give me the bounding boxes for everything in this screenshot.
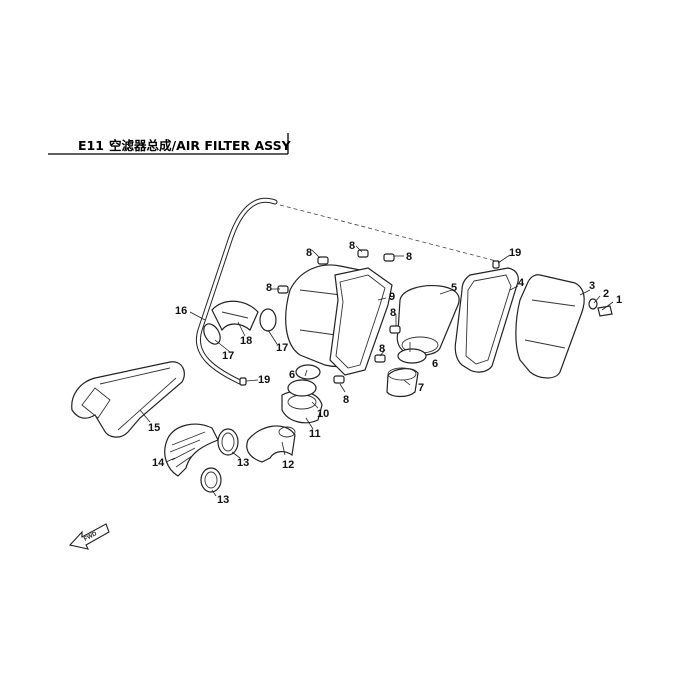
callout-13-upper: 13 xyxy=(237,457,249,469)
callout-16: 16 xyxy=(175,305,187,317)
clip-8-c xyxy=(357,249,369,258)
header: E11 空滤器总成/AIR FILTER ASSY xyxy=(48,133,292,155)
cap-19-lower xyxy=(239,377,247,386)
callout-7: 7 xyxy=(418,382,424,394)
airbox-cover-3 xyxy=(515,274,585,379)
callout-5: 5 xyxy=(451,282,457,294)
clip-8-f xyxy=(374,354,386,363)
clip-8-g xyxy=(333,375,345,384)
callout-19-upper: 19 xyxy=(509,247,521,259)
callout-6-left: 6 xyxy=(289,369,295,381)
callout-11: 11 xyxy=(309,428,321,440)
hose-clamp-13-lower xyxy=(200,467,222,493)
cap-19-upper xyxy=(492,260,500,269)
grommet-17-right xyxy=(259,308,277,332)
hose-18 xyxy=(211,300,259,332)
clip-8-e xyxy=(389,325,401,334)
callout-4: 4 xyxy=(518,277,525,289)
breather-hose-16 xyxy=(196,197,278,385)
clamp-ring-10 xyxy=(287,379,317,397)
leader-lines xyxy=(139,245,614,497)
callout-8-a: 8 xyxy=(266,282,272,294)
diagram-title: 空滤器总成/AIR FILTER ASSY xyxy=(109,138,292,153)
callout-15: 15 xyxy=(148,422,160,434)
clip-8-set xyxy=(277,249,401,384)
callout-19-lower: 19 xyxy=(258,374,270,386)
callout-3: 3 xyxy=(589,280,595,292)
clamp-6-right xyxy=(397,348,427,364)
gasket-4 xyxy=(454,267,519,373)
outlet-spout-7 xyxy=(386,367,419,398)
callout-8-g: 8 xyxy=(343,394,349,406)
callout-2: 2 xyxy=(603,288,609,300)
callout-labels: 1 2 3 4 5 6 6 7 8 8 8 8 8 8 8 9 10 11 12… xyxy=(148,240,622,506)
clamp-6-left xyxy=(295,364,321,380)
intake-bellow-14 xyxy=(164,423,219,477)
callout-17-right: 17 xyxy=(276,342,288,354)
callout-17-left: 17 xyxy=(222,350,234,362)
clip-8-a xyxy=(277,285,289,294)
clip-8-d xyxy=(383,253,395,262)
callout-18: 18 xyxy=(240,335,252,347)
callout-8-f: 8 xyxy=(379,343,385,355)
callout-8-d: 8 xyxy=(406,251,412,263)
filter-element-5 xyxy=(396,285,460,356)
callout-8-c: 8 xyxy=(349,240,355,252)
callout-13-lower: 13 xyxy=(217,494,229,506)
callout-12: 12 xyxy=(282,459,294,471)
callout-1: 1 xyxy=(616,294,622,306)
clip-8-b xyxy=(317,256,329,265)
elbow-hose-12 xyxy=(246,425,296,463)
grommet-17-left xyxy=(203,323,221,345)
intake-snorkel-15 xyxy=(71,361,185,438)
callout-6-right: 6 xyxy=(432,358,438,370)
callout-10: 10 xyxy=(317,408,329,420)
callout-8-b: 8 xyxy=(306,247,312,259)
callout-8-e: 8 xyxy=(390,307,396,319)
diagram-code: E11 xyxy=(78,138,104,153)
reference-line xyxy=(279,204,501,263)
hose-clamp-13-upper xyxy=(217,428,239,456)
airbox-frame-8 xyxy=(329,267,393,376)
callout-14: 14 xyxy=(152,457,165,469)
fwd-arrow-icon: FWD xyxy=(68,523,110,550)
callout-9: 9 xyxy=(389,291,395,303)
